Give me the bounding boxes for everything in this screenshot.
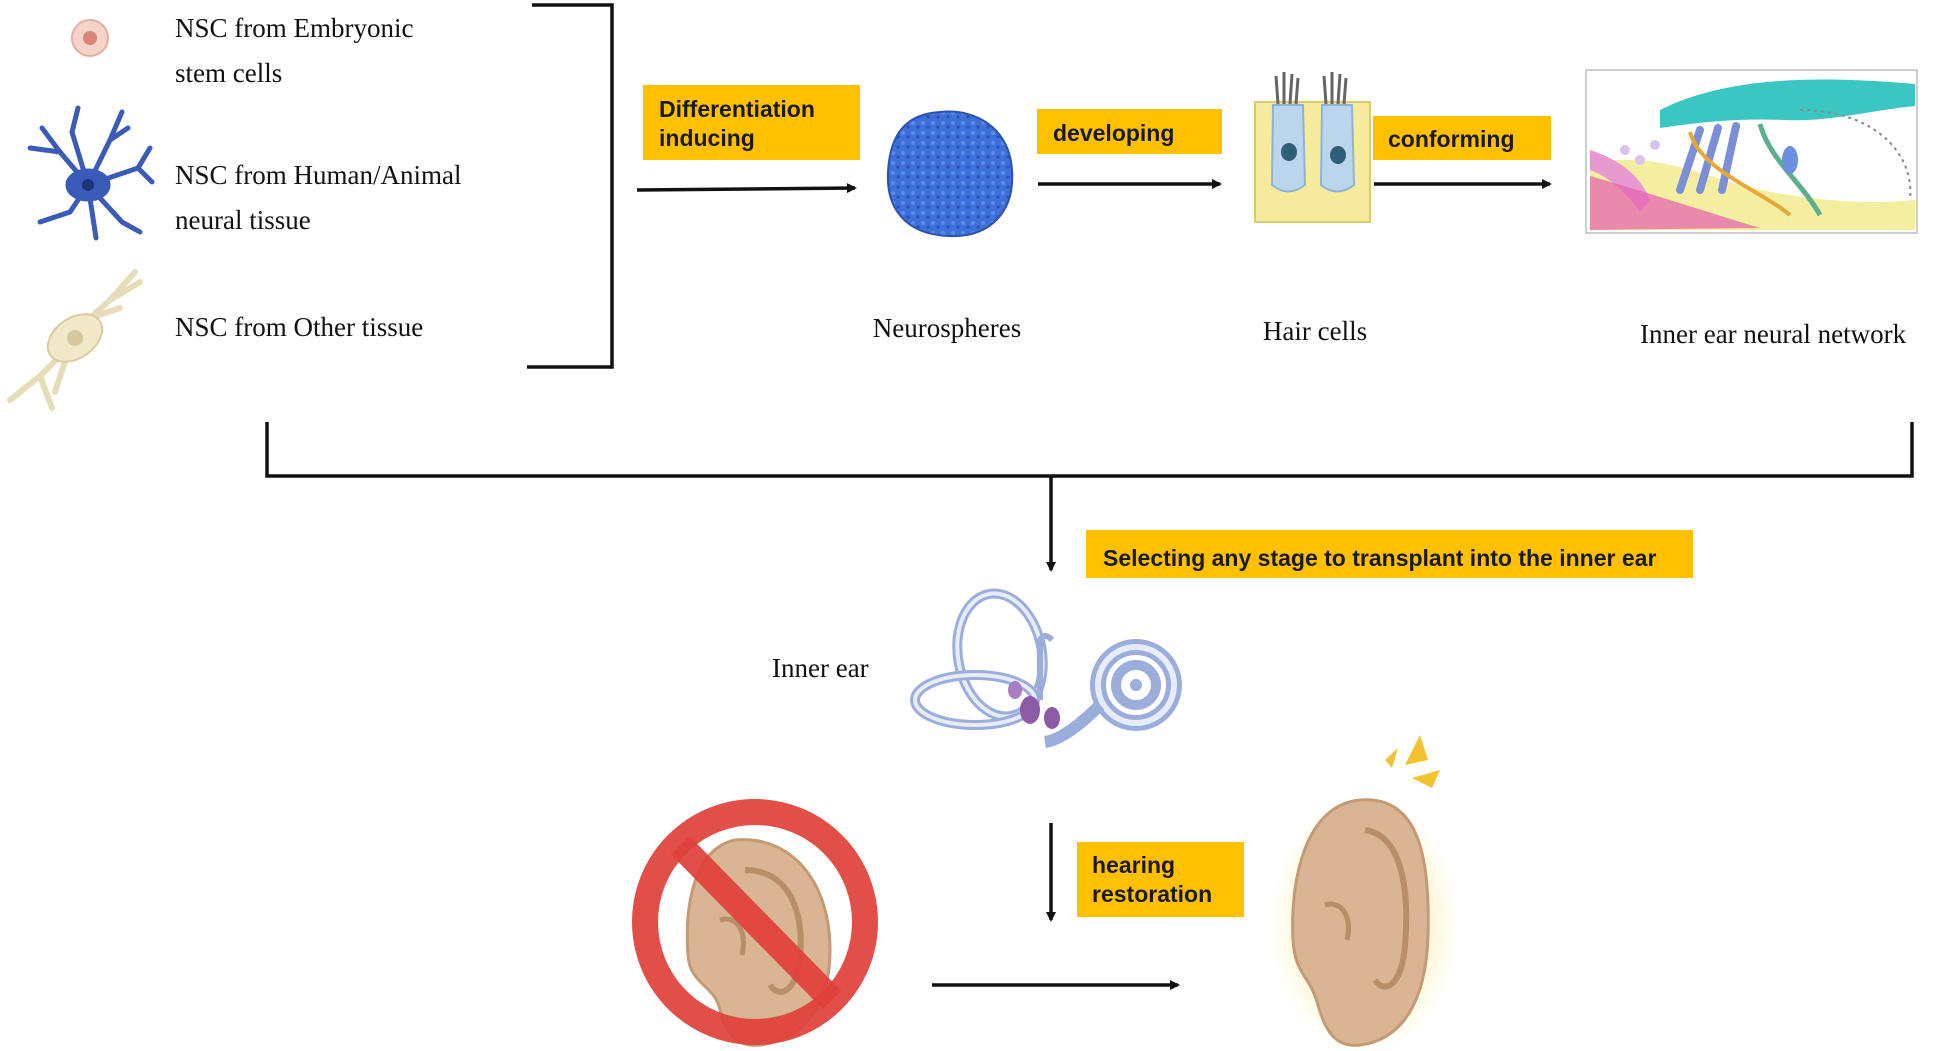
inner-ear-icon xyxy=(910,588,1182,748)
source-bracket xyxy=(527,3,614,369)
neurosphere-icon xyxy=(886,110,1014,238)
step-label-box-differentiation xyxy=(643,85,860,160)
stage-label-neurospheres: Neurospheres xyxy=(873,313,1021,343)
neural-cell-icon xyxy=(7,269,143,411)
organ-of-corti-icon xyxy=(1585,69,1918,234)
healthy-ear-icon xyxy=(1270,795,1460,1051)
step-label-box-developing xyxy=(1037,109,1222,154)
restoration-label-line2: restoration xyxy=(1092,881,1212,907)
sound-sparkle-icon xyxy=(1385,735,1440,788)
step-label-differentiation-line2: inducing xyxy=(659,125,755,151)
restoration-label: hearing xyxy=(1092,852,1175,878)
inner-ear-label: Inner ear xyxy=(772,653,869,683)
prohibition-icon xyxy=(632,799,878,1045)
step-label-conforming: conforming xyxy=(1388,126,1515,152)
source-label-neural: NSC from Human/Animal xyxy=(175,160,461,190)
hair-cells-icon xyxy=(1254,72,1371,223)
source-label-embryonic: NSC from Embryonic xyxy=(175,13,413,43)
stage-label-hair-cells: Hair cells xyxy=(1263,316,1367,346)
transplant-label-box xyxy=(1086,530,1693,578)
stage-label-neural-network: Inner ear neural network xyxy=(1640,319,1907,349)
restoration-label-box xyxy=(1077,842,1244,917)
stem-cell-icon xyxy=(71,19,109,57)
stages-bracket xyxy=(265,422,1914,478)
source-label-other: NSC from Other tissue xyxy=(175,312,423,342)
source-label-neural-line2: neural tissue xyxy=(175,205,311,235)
step-label-developing: developing xyxy=(1053,120,1174,146)
neuron-icon xyxy=(27,105,155,241)
step-label-box-conforming xyxy=(1373,116,1551,160)
step-label-differentiation: Differentiation xyxy=(659,96,815,122)
transplant-label: Selecting any stage to transplant into t… xyxy=(1103,545,1656,571)
arrow-differentiation xyxy=(636,183,857,194)
source-label-embryonic-line2: stem cells xyxy=(175,58,282,88)
